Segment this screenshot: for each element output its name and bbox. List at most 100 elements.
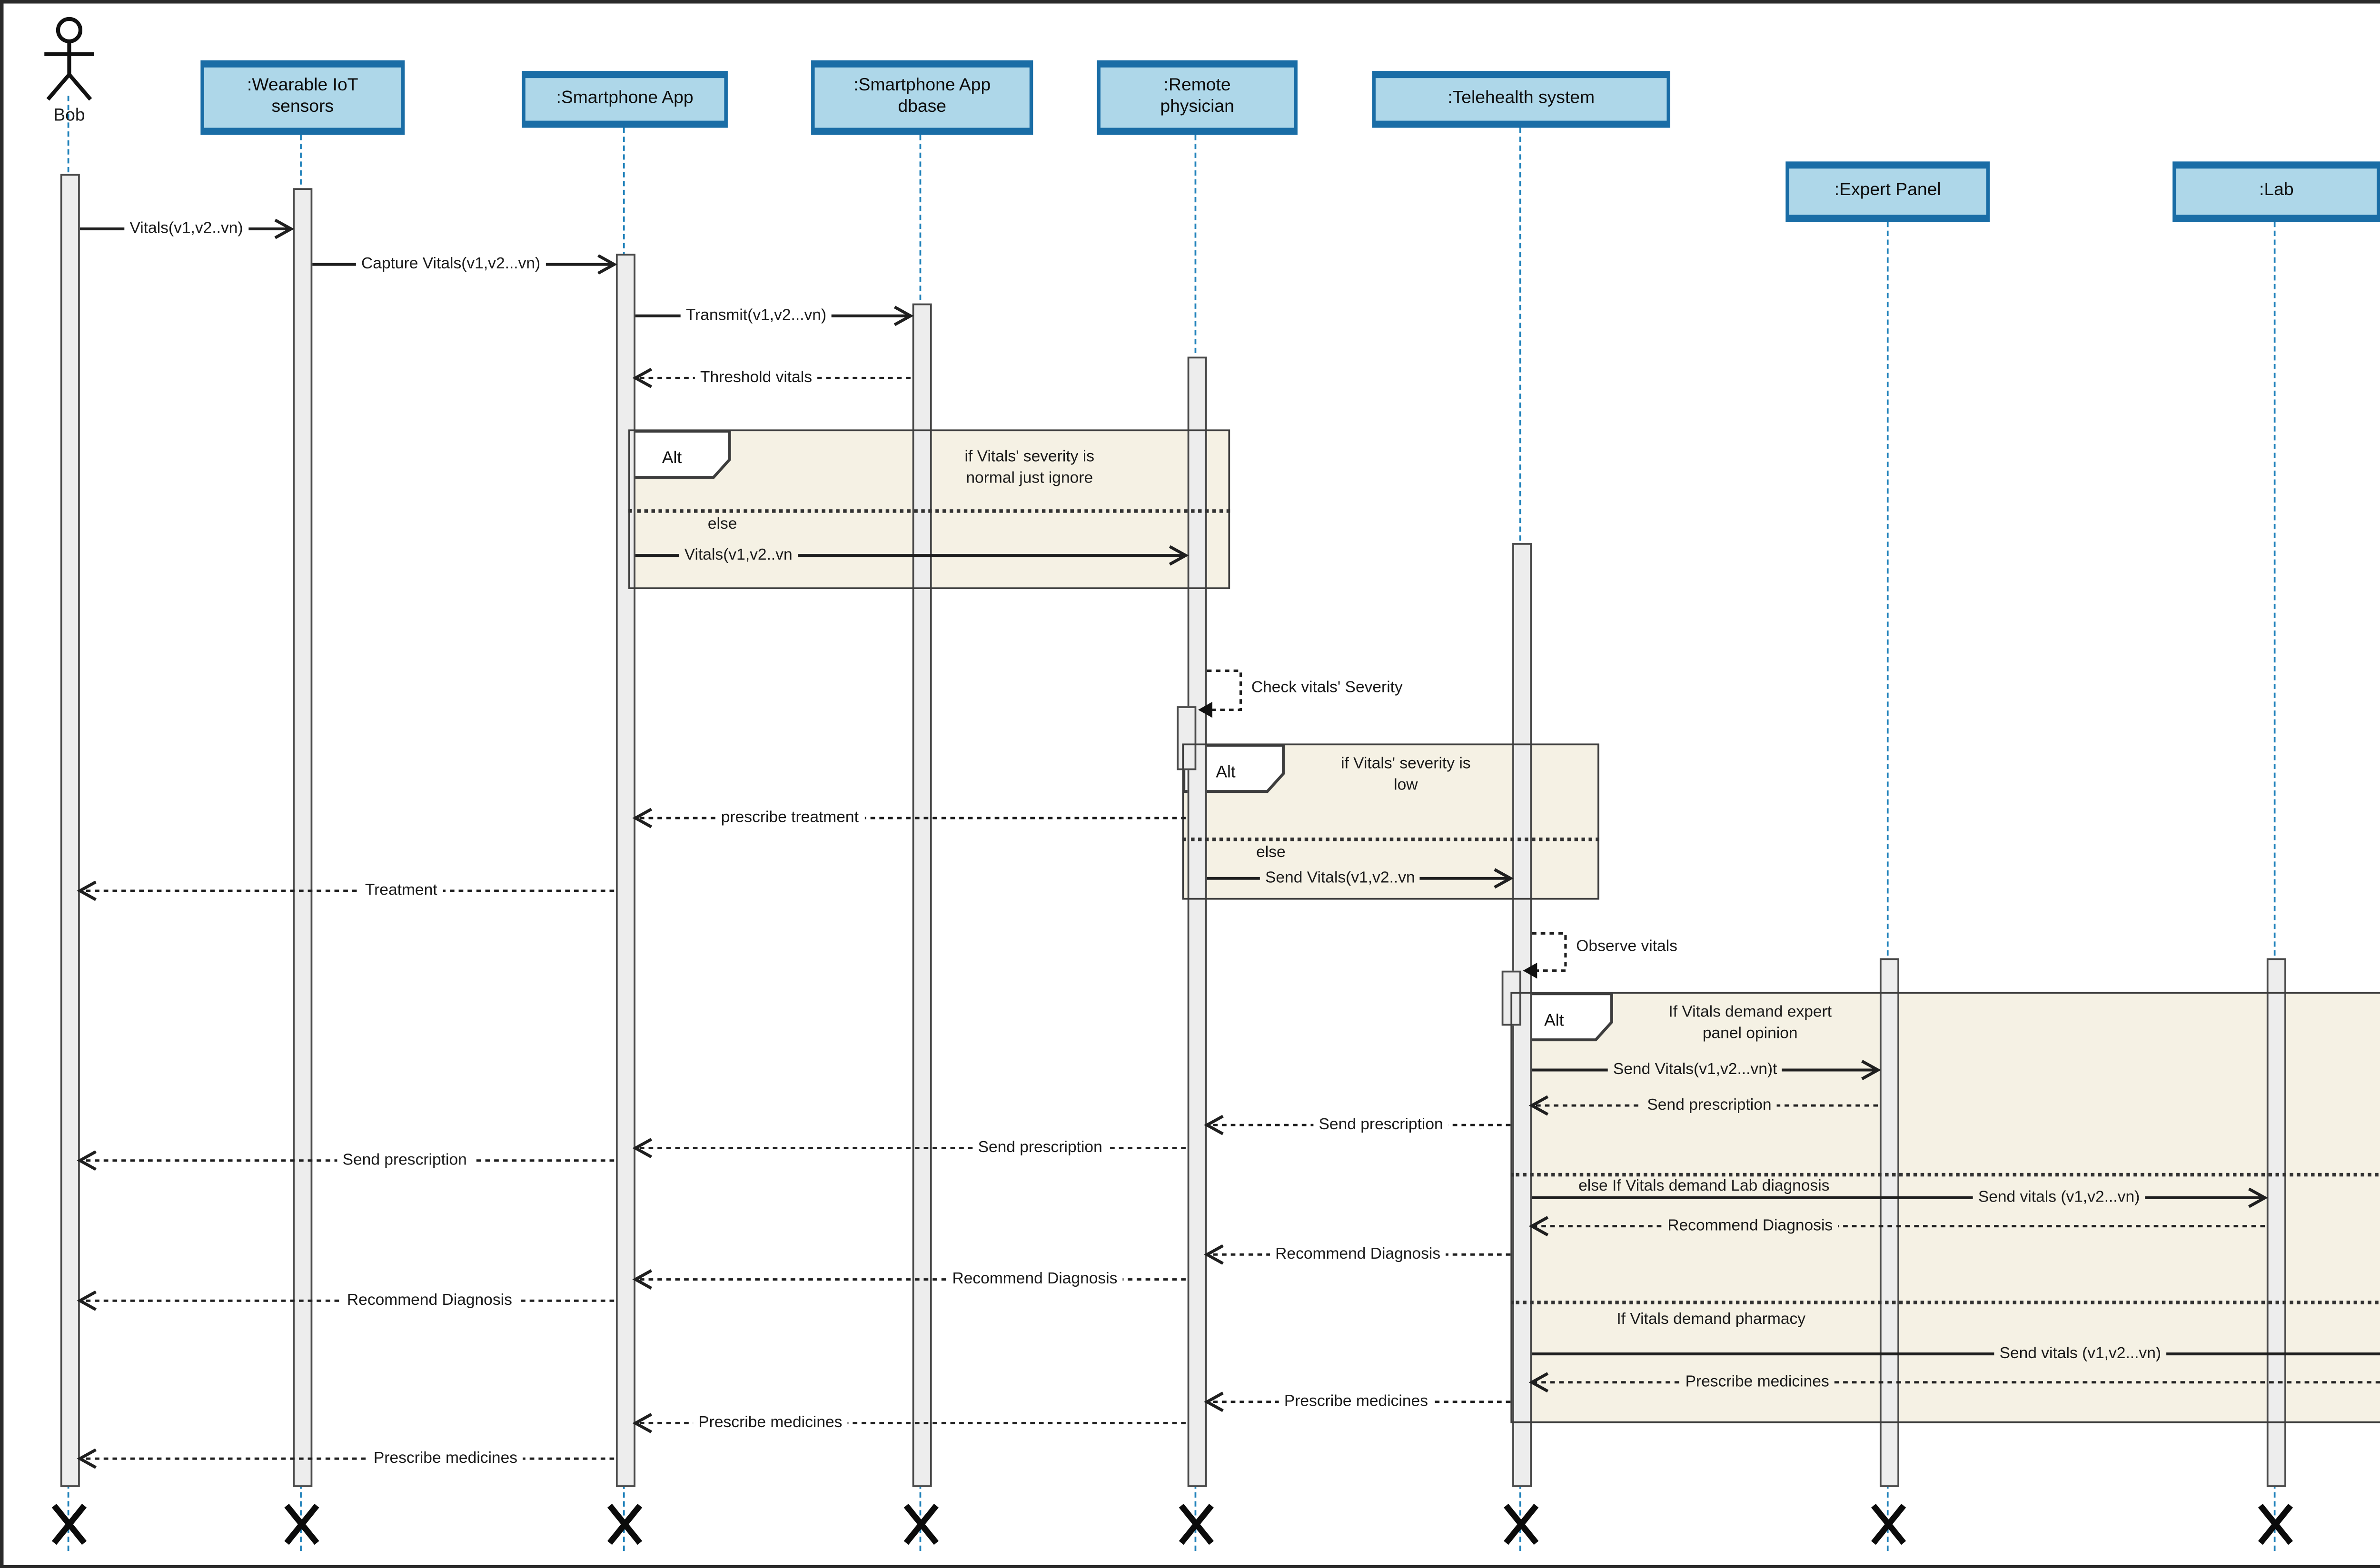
- message-label-1: Vitals(v1,v2..vn): [124, 218, 248, 237]
- message-label-9: Send Vitals(v1,v2...vn)t: [1607, 1060, 1783, 1078]
- message-arrowhead-1: [274, 218, 295, 239]
- participant-header-expert: :Expert Panel: [1785, 161, 1990, 222]
- message-label-22: Prescribe medicines: [693, 1413, 848, 1431]
- message-label-2: Capture Vitals(v1,v2...vn): [356, 254, 546, 273]
- message-arrowhead-15: [1528, 1216, 1549, 1237]
- lifeline-lab: [2273, 222, 2276, 1551]
- message-arrowhead-10: [1528, 1095, 1549, 1116]
- activation-bar-expert: [1879, 958, 1899, 1487]
- participant-header-layer: Bob :Wearable IoT sensors :Smartphone App:…: [3, 3, 2380, 1564]
- participant-header-app: :Smartphone App: [522, 71, 728, 128]
- message-label-15: Recommend Diagnosis: [1662, 1216, 1838, 1235]
- message-arrowhead-2: [597, 254, 617, 275]
- self-message-label-telehealth: Observe vitals: [1576, 937, 1677, 955]
- fragment-border-layer: [3, 3, 2380, 1564]
- message-arrowhead-7: [1494, 868, 1514, 889]
- message-label-14: Send vitals (v1,v2...vn): [1973, 1187, 2145, 1206]
- message-label-5: Vitals(v1,v2..vn: [679, 545, 798, 564]
- message-arrowhead-8: [77, 880, 97, 901]
- guard-label-alt1-1: else: [707, 514, 737, 533]
- message-label-13: Send prescription: [337, 1150, 472, 1169]
- message-arrowhead-14: [2248, 1187, 2268, 1208]
- message-arrowhead-11: [1204, 1114, 1224, 1135]
- message-label-layer: if Vitals' severity is normal just ignor…: [3, 3, 2380, 1564]
- alt-operator-shape: [1182, 744, 1285, 793]
- message-label-12: Send prescription: [972, 1138, 1108, 1156]
- guard-label-alt2-1: else: [1256, 843, 1286, 861]
- message-label-8: Treatment: [359, 880, 443, 899]
- message-label-21: Prescribe medicines: [1279, 1391, 1434, 1410]
- alt-operator-text: Alt: [1544, 1010, 1564, 1029]
- actor-head: [56, 17, 83, 43]
- activation-bar-dbase: [911, 303, 931, 1487]
- destroy-x-mark-7: [1871, 1504, 1906, 1545]
- alt-divider-alt1-1: [628, 509, 1230, 513]
- message-label-10: Send prescription: [1642, 1095, 1777, 1114]
- message-label-16: Recommend Diagnosis: [1269, 1244, 1446, 1263]
- destroy-x-mark-5: [1179, 1504, 1214, 1545]
- destroy-x-mark-4: [903, 1504, 939, 1545]
- alt-operator-pentagon-alt2: Alt: [1182, 744, 1285, 793]
- message-arrowhead-17: [632, 1269, 653, 1290]
- nested-activation-bar-physician: [1177, 706, 1197, 770]
- actor-leg-right: [68, 73, 92, 101]
- message-arrowhead-20: [1528, 1372, 1549, 1393]
- message-label-20: Prescribe medicines: [1680, 1372, 1835, 1391]
- lifeline-expert: [1886, 222, 1889, 1551]
- message-label-23: Prescribe medicines: [368, 1448, 523, 1467]
- message-label-17: Recommend Diagnosis: [947, 1269, 1123, 1288]
- message-arrowhead-6: [632, 808, 653, 828]
- message-arrowhead-16: [1204, 1244, 1224, 1265]
- alt-fragment-border-alt2: [1182, 743, 1599, 900]
- alt-fragment-border-alt3: [1510, 992, 2380, 1423]
- message-label-4: Threshold vitals: [694, 368, 818, 386]
- message-arrowhead-5: [1169, 545, 1189, 566]
- participant-header-lab: :Lab: [2172, 161, 2380, 222]
- alt-divider-alt3-2: [1510, 1301, 2380, 1304]
- guard-condition-alt1: if Vitals' severity is normal just ignor…: [964, 447, 1095, 487]
- participant-header-physician: :Remote physician: [1097, 60, 1298, 135]
- activation-bar-app: [615, 254, 635, 1487]
- alt-operator-text: Alt: [662, 448, 682, 467]
- self-message-label-physician: Check vitals' Severity: [1251, 678, 1403, 696]
- activation-bar-physician: [1186, 356, 1206, 1487]
- message-arrowhead-4: [632, 367, 653, 388]
- message-arrowhead-21: [1204, 1391, 1224, 1412]
- activation-bar-lab: [2266, 958, 2286, 1487]
- actor-leg-left: [46, 73, 71, 101]
- message-label-11: Send prescription: [1313, 1114, 1448, 1134]
- activation-bar-wearable: [292, 188, 312, 1487]
- message-arrowhead-23: [77, 1448, 97, 1469]
- message-arrowhead-9: [1861, 1060, 1881, 1080]
- self-message-arrowhead-physician: [1198, 701, 1212, 718]
- message-arrowhead-3: [893, 306, 914, 326]
- participant-header-telehealth: :Telehealth system: [1372, 71, 1670, 128]
- message-label-7: Send Vitals(v1,v2..vn: [1259, 868, 1420, 887]
- guard-condition-alt3: If Vitals demand expert panel opinion: [1668, 1002, 1832, 1042]
- message-label-18: Recommend Diagnosis: [341, 1291, 518, 1309]
- message-arrowhead-18: [77, 1290, 97, 1311]
- participant-header-wearable: :Wearable IoT sensors: [200, 60, 405, 135]
- activation-bar-bob: [59, 174, 79, 1487]
- self-message-loop-physician: [1207, 669, 1242, 711]
- destroy-x-mark-8: [2258, 1504, 2293, 1545]
- message-label-19: Send vitals (v1,v2...vn): [1994, 1343, 2167, 1362]
- alt-divider-alt3-1: [1510, 1173, 2380, 1177]
- destroy-x-mark-3: [607, 1504, 643, 1545]
- message-arrowhead-12: [632, 1138, 653, 1159]
- message-label-3: Transmit(v1,v2...vn): [680, 306, 832, 325]
- alt-operator-pentagon-alt1: Alt: [628, 430, 731, 479]
- guard-label-alt3-2: If Vitals demand pharmacy: [1616, 1309, 1806, 1328]
- destroy-x-mark-1: [51, 1504, 87, 1545]
- alt-divider-alt2-1: [1182, 838, 1599, 841]
- actor-figure-icon: [44, 17, 94, 101]
- activation-bar-layer: [3, 3, 2380, 1564]
- destroy-x-mark-6: [1504, 1504, 1539, 1545]
- message-arrowhead-22: [632, 1413, 653, 1434]
- actor-name-label: Bob: [53, 106, 85, 126]
- destroy-x-mark-2: [284, 1504, 319, 1545]
- self-message-arrowhead-telehealth: [1523, 962, 1537, 979]
- guard-label-alt3-1: else If Vitals demand Lab diagnosis: [1578, 1176, 1830, 1194]
